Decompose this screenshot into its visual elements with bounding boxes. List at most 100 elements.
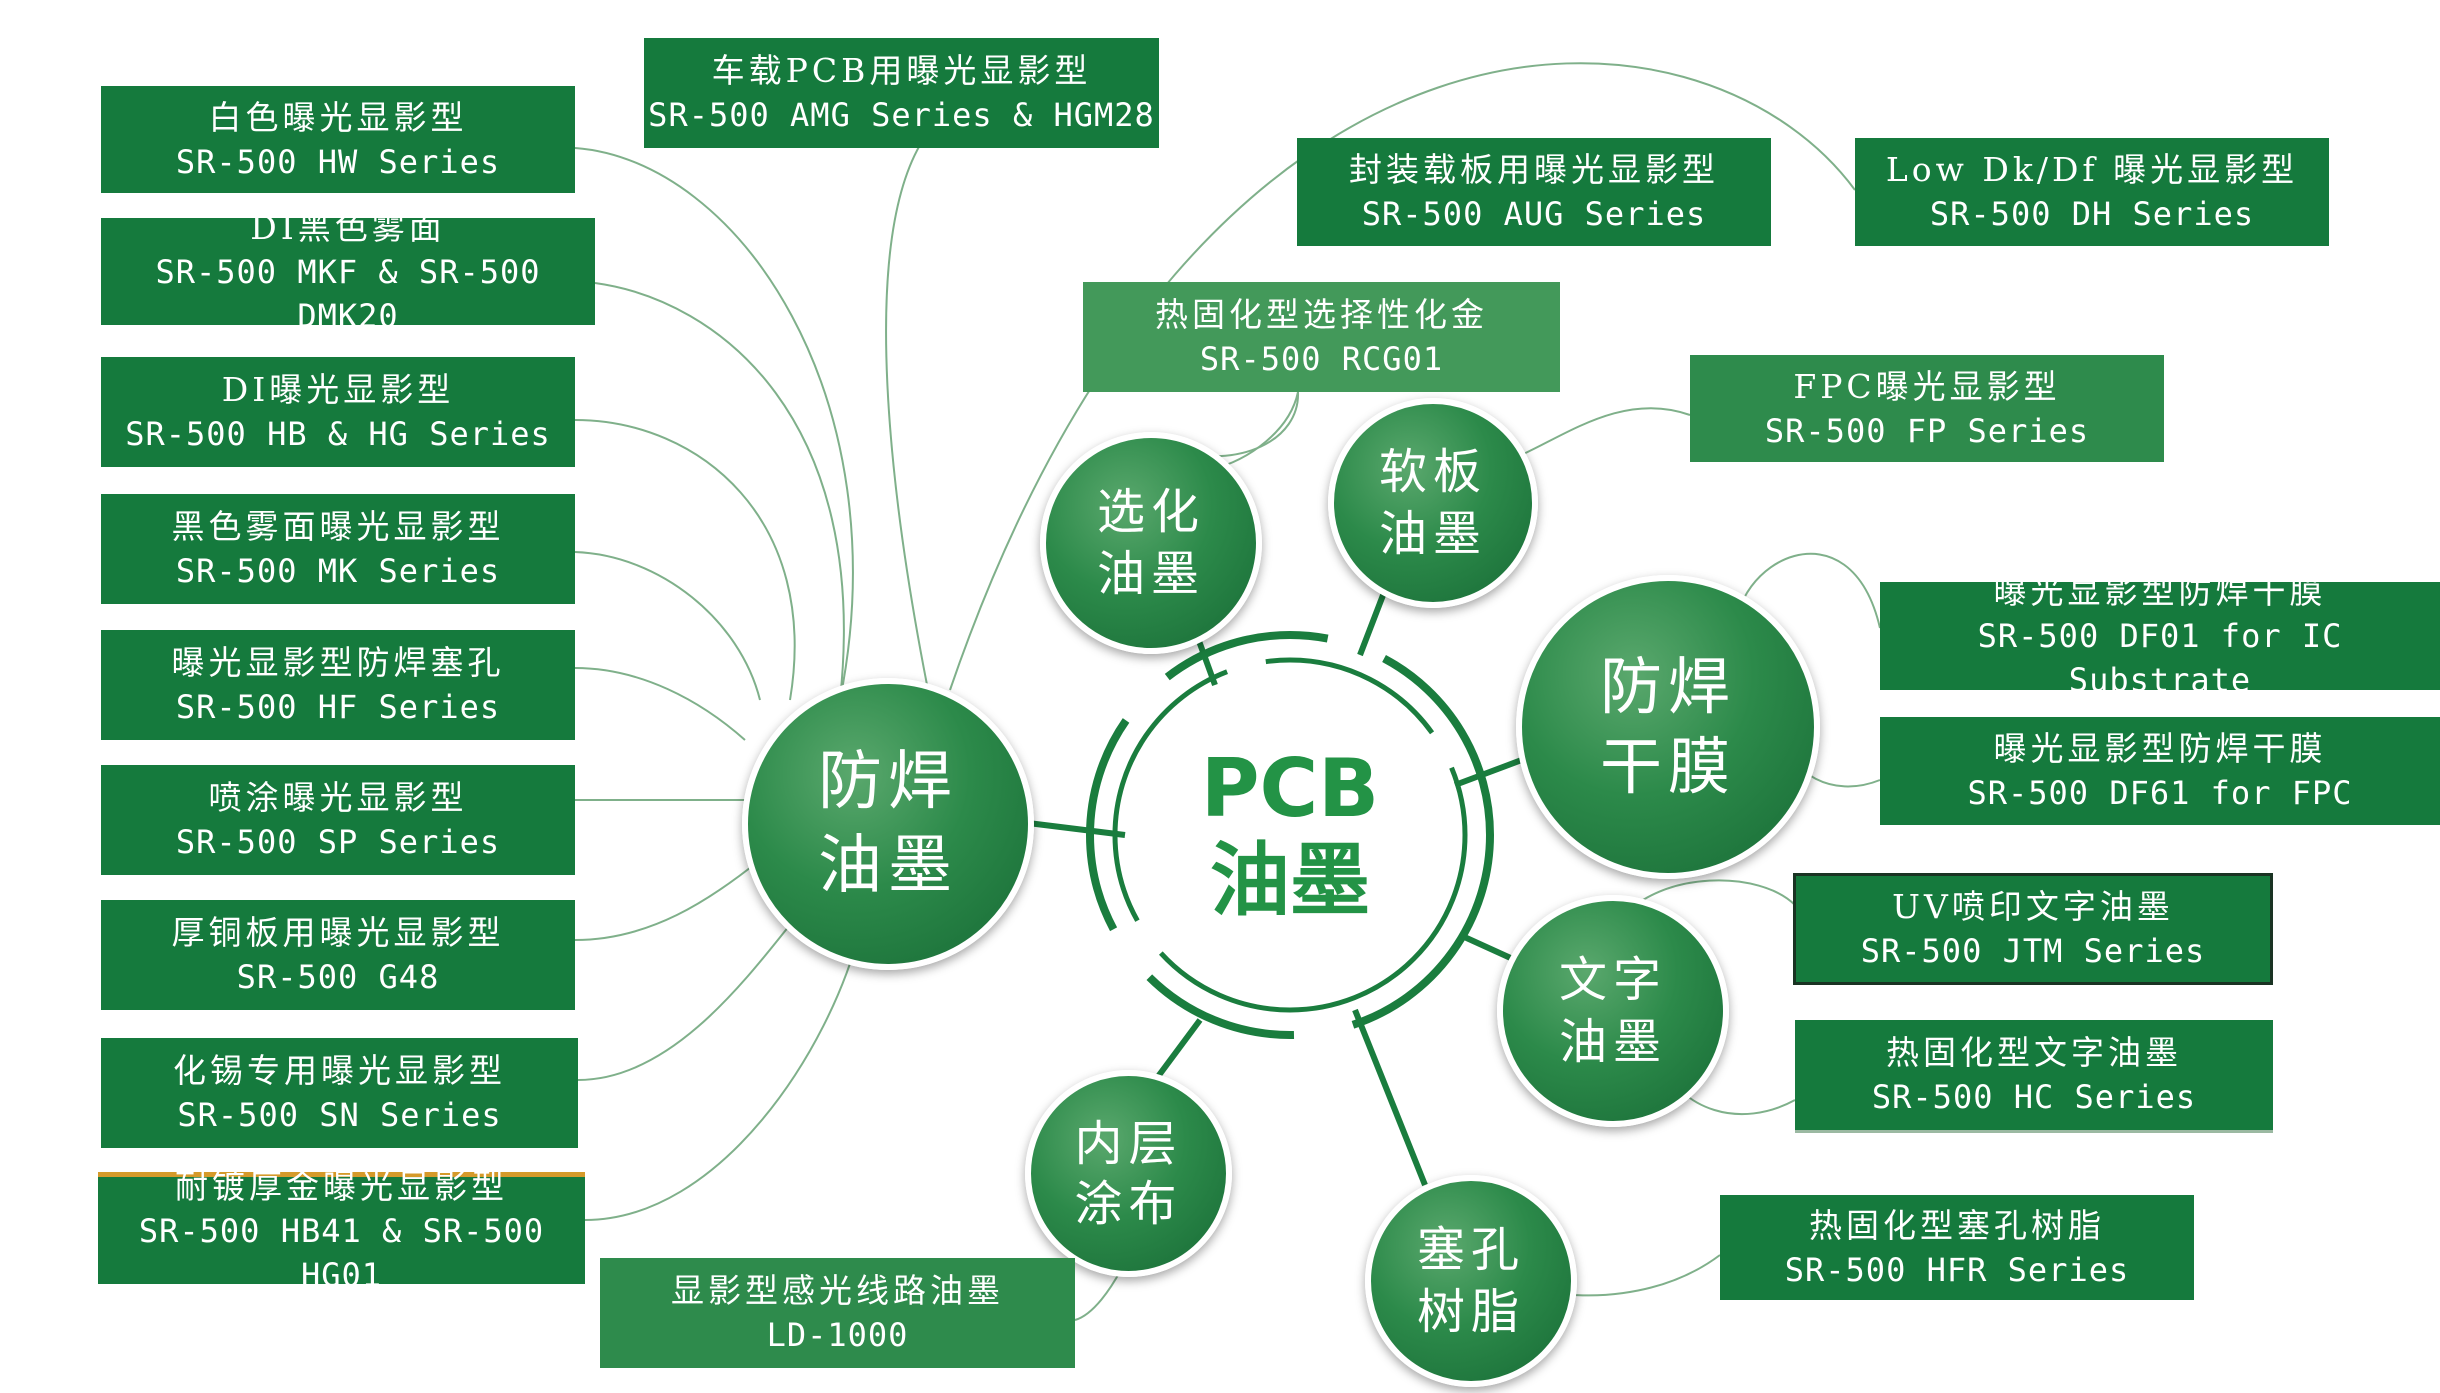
product-name: Low Dk/Df 曝光显影型: [1885, 150, 2299, 189]
product-box-fp[interactable]: FPC曝光显影型 SR-500 FP Series: [1690, 355, 2164, 462]
product-name: 封装载板用曝光显影型: [1349, 150, 1719, 189]
product-box-aug[interactable]: 封装载板用曝光显影型 SR-500 AUG Series: [1297, 138, 1771, 246]
product-box-mkf[interactable]: DI黑色雾面 SR-500 MKF & SR-500 DMK20: [101, 208, 595, 335]
connector-hb: [574, 419, 796, 701]
hub-legend-ink-line1: 文字: [1558, 952, 1667, 1008]
product-name: 黑色雾面曝光显影型: [171, 507, 505, 546]
product-box-hb41[interactable]: 耐镀厚金曝光显影型 SR-500 HB41 & SR-500 HG01: [98, 1167, 585, 1294]
product-model: SR-500 SN Series: [177, 1096, 502, 1134]
product-model: SR-500 HFR Series: [1784, 1250, 2130, 1289]
hub-inner-coating-line1: 内层: [1074, 1115, 1183, 1172]
product-model: SR-500 DF61 for FPC: [1967, 774, 2353, 812]
connector-fp: [1509, 407, 1691, 461]
connector-mkf: [594, 282, 845, 701]
product-name: FPC曝光显影型: [1793, 366, 2061, 406]
hub-plug-resin[interactable]: 塞孔 树脂: [1365, 1175, 1577, 1387]
product-name: 车载PCB用曝光显影型: [711, 51, 1092, 90]
product-model: SR-500 JTM Series: [1860, 932, 2206, 970]
product-model: SR-500 SP Series: [175, 823, 501, 861]
product-name: 热固化型选择性化金: [1155, 295, 1488, 334]
product-model: SR-500 G48: [236, 958, 440, 996]
spoke-solder-ink: [1019, 819, 1126, 838]
outer-ring-accent: [1086, 631, 1494, 1039]
hub-selective[interactable]: 选化 油墨: [1040, 432, 1262, 654]
hub-dry-film-line1: 防焊: [1599, 650, 1736, 723]
product-name: 热固化型塞孔树脂: [1809, 1205, 2105, 1245]
product-model: SR-500 DF01 for IC Substrate: [1977, 617, 2343, 699]
hub-flex-line1: 软板: [1378, 444, 1487, 500]
spoke-plug: [1352, 1008, 1428, 1187]
hub-inner-coating[interactable]: 内层 涂布: [1025, 1070, 1232, 1277]
product-model: SR-500 HB & HG Series: [125, 415, 551, 453]
product-model: SR-500 FP Series: [1764, 411, 2090, 450]
product-model: LD-1000: [766, 1316, 909, 1354]
center-line1: PCB: [1200, 742, 1380, 835]
connector-sn: [577, 899, 811, 1081]
product-name: 曝光显影型防焊干膜: [1993, 572, 2327, 611]
product-box-sn[interactable]: 化锡专用曝光显影型 SR-500 SN Series: [101, 1038, 578, 1148]
product-name: 化锡专用曝光显影型: [173, 1051, 506, 1090]
product-box-dh[interactable]: Low Dk/Df 曝光显影型 SR-500 DH Series: [1855, 138, 2329, 246]
product-box-g48[interactable]: 厚铜板用曝光显影型 SR-500 G48: [101, 900, 575, 1010]
product-model: SR-500 HB41 & SR-500 HG01: [138, 1211, 545, 1294]
spoke-flex: [1357, 588, 1388, 657]
product-box-df01[interactable]: 曝光显影型防焊干膜 SR-500 DF01 for IC Substrate: [1880, 572, 2440, 699]
connector-g48: [574, 859, 761, 941]
hub-selective-line1: 选化: [1096, 484, 1205, 540]
product-model: SR-500 AMG Series & HGM28: [648, 96, 1155, 134]
hub-selective-line2: 油墨: [1096, 546, 1205, 602]
product-name: DI曝光显影型: [221, 370, 455, 409]
product-model: SR-500 HC Series: [1871, 1078, 2197, 1116]
hub-legend-ink-line2: 油墨: [1558, 1014, 1667, 1070]
product-box-hf[interactable]: 曝光显影型防焊塞孔 SR-500 HF Series: [101, 630, 575, 740]
hub-solder-ink[interactable]: 防焊 油墨: [742, 678, 1034, 970]
hub-inner-coating-line2: 涂布: [1074, 1175, 1183, 1232]
product-box-df61[interactable]: 曝光显影型防焊干膜 SR-500 DF61 for FPC: [1880, 717, 2440, 825]
product-name: 厚铜板用曝光显影型: [171, 913, 505, 952]
outer-ring: [1112, 657, 1468, 1013]
product-box-hfr[interactable]: 热固化型塞孔树脂 SR-500 HFR Series: [1720, 1195, 2194, 1300]
product-model: SR-500 DH Series: [1929, 195, 2255, 233]
product-name: 显影型感光线路油墨: [671, 1271, 1004, 1310]
hub-plug-resin-line1: 塞孔: [1416, 1222, 1525, 1278]
hub-dry-film-line2: 干膜: [1599, 730, 1736, 803]
hub-solder-ink-line1: 防焊: [818, 745, 958, 819]
connector-dh: [949, 62, 1856, 691]
connector-hf: [574, 667, 746, 741]
product-box-sp[interactable]: 喷涂曝光显影型 SR-500 SP Series: [101, 765, 575, 875]
product-model: SR-500 RCG01: [1199, 340, 1444, 378]
product-model: SR-500 MK Series: [175, 552, 501, 590]
product-model: SR-500 MKF & SR-500 DMK20: [155, 252, 541, 335]
connector-hw: [574, 147, 854, 701]
product-box-hw[interactable]: 白色曝光显影型 SR-500 HW Series: [101, 86, 575, 193]
product-name: 白色曝光显影型: [208, 97, 468, 137]
product-model: SR-500 HF Series: [175, 688, 501, 726]
hub-solder-ink-line2: 油墨: [818, 829, 958, 903]
center-line2: 油墨: [1210, 834, 1370, 927]
product-box-amg[interactable]: 车载PCB用曝光显影型 SR-500 AMG Series & HGM28: [644, 38, 1159, 148]
product-name: 耐镀厚金曝光显影型: [175, 1166, 508, 1206]
product-name: DI黑色雾面: [250, 207, 446, 247]
product-box-hc[interactable]: 热固化型文字油墨 SR-500 HC Series: [1795, 1020, 2273, 1130]
connector-mk: [574, 551, 761, 701]
hub-flex-line2: 油墨: [1378, 506, 1487, 562]
product-box-jtm[interactable]: UV喷印文字油墨 SR-500 JTM Series: [1793, 873, 2273, 985]
product-model: SR-500 HW Series: [175, 142, 501, 181]
product-name: 曝光显影型防焊干膜: [1993, 729, 2327, 768]
spoke-legend: [1458, 932, 1517, 963]
product-name: UV喷印文字油墨: [1892, 887, 2174, 926]
product-box-mk[interactable]: 黑色雾面曝光显影型 SR-500 MK Series: [101, 494, 575, 604]
product-name: 喷涂曝光显影型: [208, 778, 468, 817]
product-name: 热固化型文字油墨: [1886, 1033, 2182, 1072]
center-pcb-ink: PCB 油墨: [1130, 675, 1450, 995]
hub-dry-film[interactable]: 防焊 干膜: [1516, 575, 1820, 879]
connector-amg: [885, 144, 931, 701]
product-box-rcg[interactable]: 热固化型选择性化金 SR-500 RCG01: [1083, 282, 1560, 392]
product-box-ld[interactable]: 显影型感光线路油墨 LD-1000: [600, 1258, 1075, 1368]
product-box-hb[interactable]: DI曝光显影型 SR-500 HB & HG Series: [101, 357, 575, 467]
product-model: SR-500 AUG Series: [1361, 195, 1707, 233]
hub-flex[interactable]: 软板 油墨: [1328, 398, 1538, 608]
product-name: 曝光显影型防焊塞孔: [171, 643, 505, 682]
hub-plug-resin-line2: 树脂: [1416, 1284, 1525, 1340]
hub-legend-ink[interactable]: 文字 油墨: [1497, 895, 1729, 1127]
